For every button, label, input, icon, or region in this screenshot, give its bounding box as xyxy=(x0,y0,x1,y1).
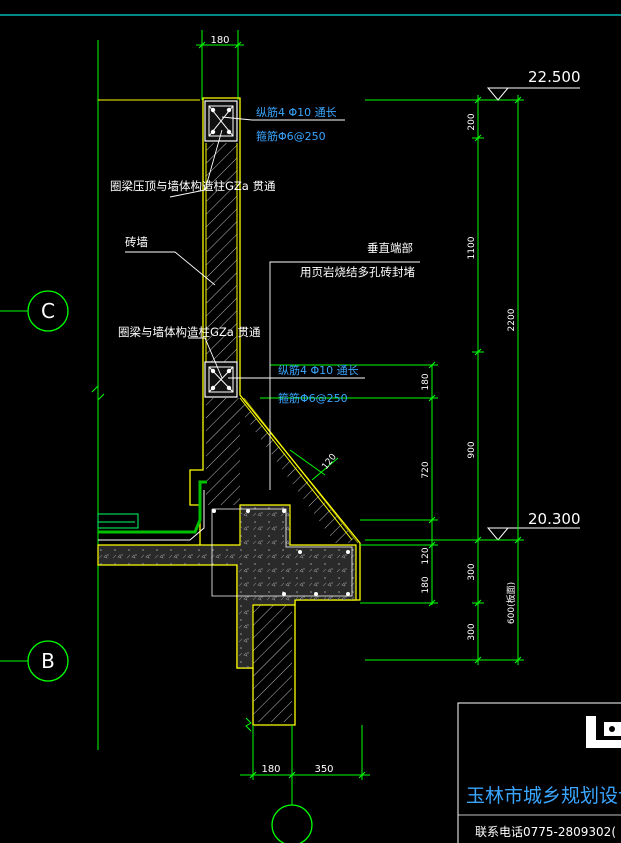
company-phone: 联系电话0775-2809302( xyxy=(475,825,616,839)
slope-dimension xyxy=(289,449,339,481)
parapet-wall xyxy=(189,97,361,726)
dim-chain-right xyxy=(365,95,524,665)
dim-mid-seg2: 720 xyxy=(421,461,431,478)
dim-right-seg5: 300 xyxy=(467,623,477,640)
note-ring-beam-mid: 圈梁与墙体构造柱GZa 贯通 xyxy=(118,325,261,339)
dim-right-seg4: 300 xyxy=(467,563,477,580)
dim-right-seg1: 200 xyxy=(467,113,477,130)
axis-c: C xyxy=(0,290,69,332)
brick-hatch-lower xyxy=(206,398,358,543)
note-brick-wall: 砖墙 xyxy=(125,235,148,249)
dim-slope-label: 120 xyxy=(320,452,339,472)
note-rebar-mid-long: 纵筋4 Φ10 通长 xyxy=(278,363,359,377)
note-vertical-end-2: 用页岩烧结多孔砖封堵 xyxy=(300,265,415,279)
axis-b: B xyxy=(0,640,69,682)
note-ring-beam-top: 圈梁压顶与墙体构造柱GZa 贯通 xyxy=(110,179,276,193)
axis-bottom xyxy=(271,790,313,843)
axis-b-label: B xyxy=(41,649,55,673)
note-rebar-top-long: 纵筋4 Φ10 通长 xyxy=(256,105,337,119)
dim-mid-seg1: 180 xyxy=(421,373,431,390)
top-width-label: 180 xyxy=(210,35,229,46)
dim-right-seg3: 900 xyxy=(467,441,477,458)
dim-chain-mid xyxy=(260,361,438,607)
axis-c-label: C xyxy=(41,299,55,323)
dim-mid-seg3: 120 xyxy=(421,547,431,564)
bottom-dimension xyxy=(240,717,370,790)
title-block: 玉林市城乡规划设计院 联系电话0775-2809302( xyxy=(457,702,621,843)
concrete-slab xyxy=(97,480,357,669)
drain-detail xyxy=(97,513,139,529)
dim-mid-seg4: 180 xyxy=(421,576,431,593)
company-logo xyxy=(586,716,621,748)
dim-right-seg2: 1100 xyxy=(467,236,477,259)
elevation-lower: 20.300 xyxy=(486,510,581,541)
dim-right-total-lower: 600(板面) xyxy=(505,582,517,624)
waterproof-membrane xyxy=(98,480,207,534)
elevation-top-label: 22.500 xyxy=(528,68,581,86)
mid-ring-beam xyxy=(204,361,238,398)
note-rebar-top-stirrup: 箍筋Φ6@250 xyxy=(256,129,326,143)
note-vertical-end-1: 垂直端部 xyxy=(367,241,413,255)
leader-lines xyxy=(125,116,420,490)
company-name: 玉林市城乡规划设计院 xyxy=(466,785,621,807)
brick-hatch-upper xyxy=(206,143,237,362)
elevation-top: 22.500 xyxy=(486,68,581,101)
dim-bottom-right: 350 xyxy=(314,764,333,775)
dim-bottom-left: 180 xyxy=(261,764,280,775)
dim-right-total-upper: 2200 xyxy=(507,308,517,331)
break-symbol xyxy=(91,384,105,402)
elevation-lower-label: 20.300 xyxy=(528,510,581,528)
wall-hatch-bottom xyxy=(253,605,292,722)
note-rebar-mid-stirrup: 箍筋Φ6@250 xyxy=(278,391,348,405)
top-width-dimension: 180 xyxy=(196,30,244,100)
